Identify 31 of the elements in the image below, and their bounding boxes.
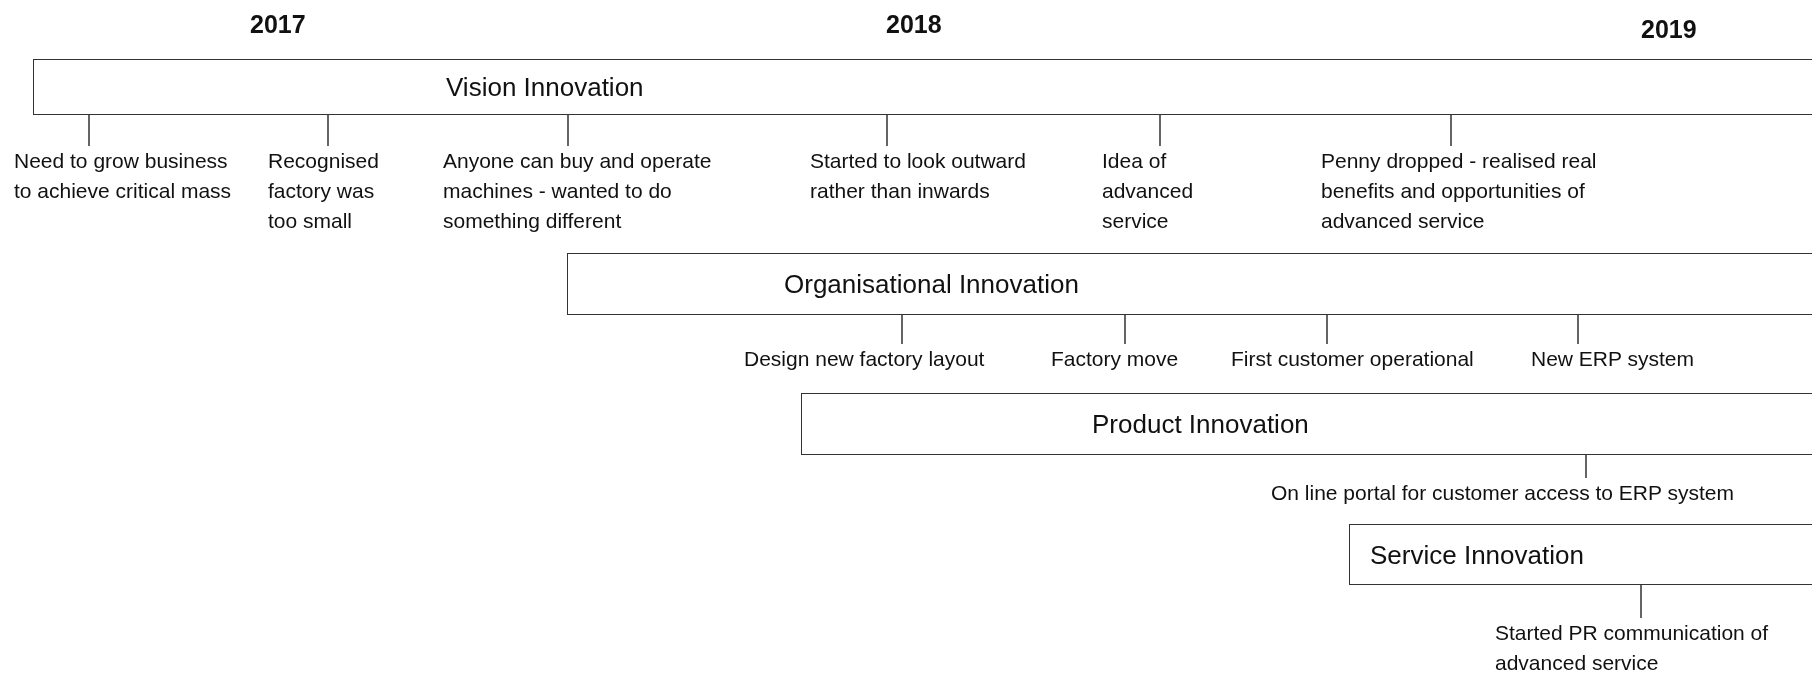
milestone-text: Factory move	[1051, 344, 1179, 374]
phase-bar: Organisational Innovation	[567, 253, 1812, 315]
milestone-text: Started PR communication of advanced service	[1495, 618, 1775, 678]
year-label: 2018	[886, 10, 942, 39]
leader-line	[1640, 584, 1642, 619]
leader-line	[327, 114, 329, 147]
milestone-text: Started to look outward rather than inwards	[810, 146, 1030, 206]
milestone-text: Recognised factory was too small	[268, 146, 408, 236]
year-label: 2017	[250, 10, 306, 39]
milestone-text: New ERP system	[1531, 344, 1694, 374]
milestone-text: Need to grow business to achieve critical mass	[14, 146, 239, 206]
leader-line	[88, 114, 90, 147]
year-label: 2019	[1641, 15, 1697, 44]
leader-line	[1585, 454, 1587, 479]
phase-bar: Vision Innovation	[33, 59, 1812, 115]
leader-line	[1326, 314, 1328, 345]
leader-line	[567, 114, 569, 147]
phase-bar: Service Innovation	[1349, 524, 1812, 585]
milestone-text: Idea of advanced service	[1102, 146, 1212, 236]
leader-line	[1450, 114, 1452, 147]
leader-line	[1124, 314, 1126, 345]
milestone-text: Design new factory layout	[744, 344, 985, 374]
milestone-text: Penny dropped - realised real benefits and opportunities of advanced service	[1321, 146, 1651, 236]
leader-line	[886, 114, 888, 147]
milestone-text: On line portal for customer access to ERP system	[1271, 478, 1734, 508]
phase-bar: Product Innovation	[801, 393, 1812, 455]
leader-line	[1159, 114, 1161, 147]
milestone-text: Anyone can buy and operate machines - wanted to do something different	[443, 146, 763, 236]
leader-line	[901, 314, 903, 345]
milestone-text: First customer operational	[1231, 344, 1474, 374]
leader-line	[1577, 314, 1579, 345]
